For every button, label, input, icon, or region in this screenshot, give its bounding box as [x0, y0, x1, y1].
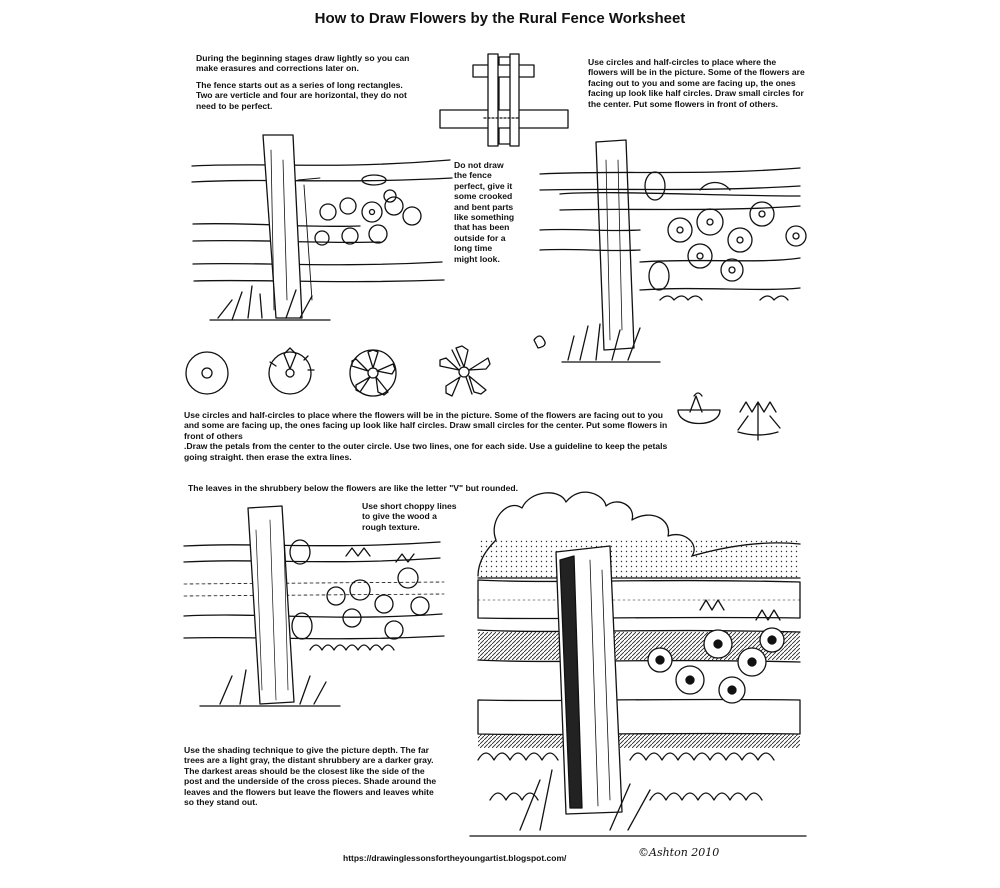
- instruction-crooked-fence: Do not draw the fence perfect, give it s…: [454, 160, 515, 264]
- instruction-petals: .Draw the petals from the center to the …: [184, 441, 668, 462]
- flower-cluster: [667, 181, 807, 282]
- flower-cluster-step3: [326, 547, 430, 640]
- instruction-circles-top: Use circles and half-circles to place wh…: [588, 57, 805, 109]
- upward-flower-steps: [677, 392, 781, 441]
- footer-url[interactable]: https://drawinglessonsfortheyoungartist.…: [343, 853, 567, 863]
- instruction-choppy-lines: Use short choppy lines to give the wood …: [362, 501, 457, 532]
- fence-joint-diagram: [439, 53, 569, 147]
- instruction-shading: Use the shading technique to give the pi…: [184, 745, 437, 808]
- step3-fence-shrubbery: [183, 505, 445, 707]
- step1-fence-sketch: [191, 134, 453, 321]
- instruction-block-intro: During the beginning stages draw lightly…: [196, 53, 411, 117]
- page-title: How to Draw Flowers by the Rural Fence W…: [314, 10, 686, 27]
- instruction-block-middle: Use circles and half-circles to place wh…: [184, 410, 674, 462]
- flower-steps: [185, 345, 491, 397]
- step2-fence-flowers: [533, 139, 807, 363]
- intro-text-2: The fence starts out as a series of long…: [196, 79, 407, 111]
- intro-text-1: During the beginning stages draw lightly…: [196, 53, 410, 74]
- instruction-leaves: The leaves in the shrubbery below the fl…: [188, 483, 519, 493]
- final-shaded-drawing: [469, 491, 807, 837]
- final-flowers: [647, 599, 785, 704]
- artist-signature: ©Ashton 2010: [638, 846, 720, 859]
- instruction-circles-middle: Use circles and half-circles to place wh…: [184, 410, 668, 441]
